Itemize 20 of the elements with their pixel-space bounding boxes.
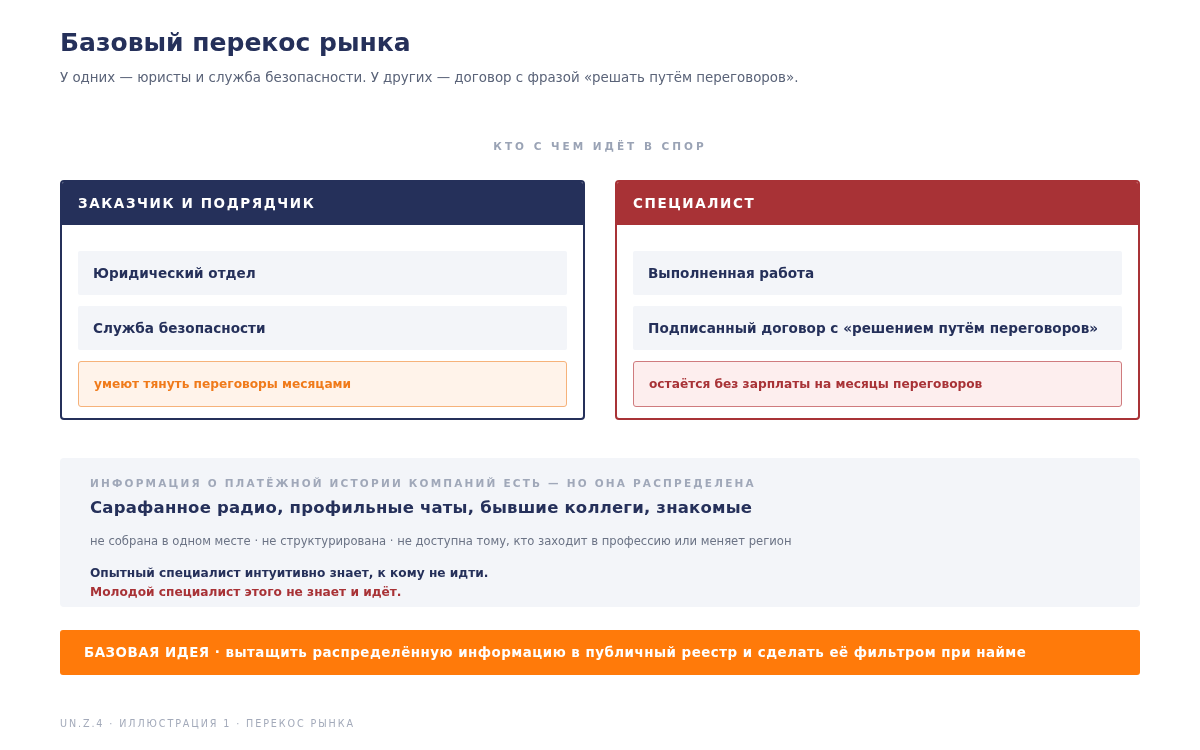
card-header: ЗАКАЗЧИК И ПОДРЯДЧИК [62, 182, 583, 225]
subtitle: У одних — юристы и служба безопасности. У других — договор с фразой «решать путём переговоров». [60, 69, 799, 87]
warning-text: Молодой специалист этого не знает и идёт. [90, 584, 402, 600]
warning-note: умеют тянуть переговоры месяцами [78, 361, 567, 407]
list-item: Выполненная работа [633, 251, 1122, 295]
section-label: КТО С ЧЕМ ИДЁТ В СПОР [493, 139, 707, 153]
card-header: СПЕЦИАЛИСТ [617, 182, 1138, 225]
list-item: Подписанный договор с «решением путём переговоров» [633, 306, 1122, 350]
page-title: Базовый перекос рынка [60, 27, 411, 59]
panel-text: Опытный специалист интуитивно знает, к кому не идти. [90, 565, 489, 581]
list-item: Юридический отдел [78, 251, 567, 295]
card [615, 180, 1140, 420]
footer-caption: UN.Z.4 · ИЛЛЮСТРАЦИЯ 1 · ПЕРЕКОС РЫНКА [60, 717, 355, 730]
list-item: Служба безопасности [78, 306, 567, 350]
warning-note: остаётся без зарплаты на месяцы переговоров [633, 361, 1122, 407]
panel-heading: Сарафанное радио, профильные чаты, бывшие коллеги, знакомые [90, 497, 753, 519]
card [60, 180, 585, 420]
panel-note: не собрана в одном месте · не структурирована · не доступна тому, кто заходит в профессию или меняет регион [90, 533, 792, 549]
section-label: ИНФОРМАЦИЯ О ПЛАТЁЖНОЙ ИСТОРИИ КОМПАНИЙ ЕСТЬ — НО ОНА РАСПРЕДЕЛЕНА [90, 477, 756, 490]
highlight-banner: БАЗОВАЯ ИДЕЯ · вытащить распределённую информацию в публичный реестр и сделать её фильтром при найме [60, 630, 1140, 675]
